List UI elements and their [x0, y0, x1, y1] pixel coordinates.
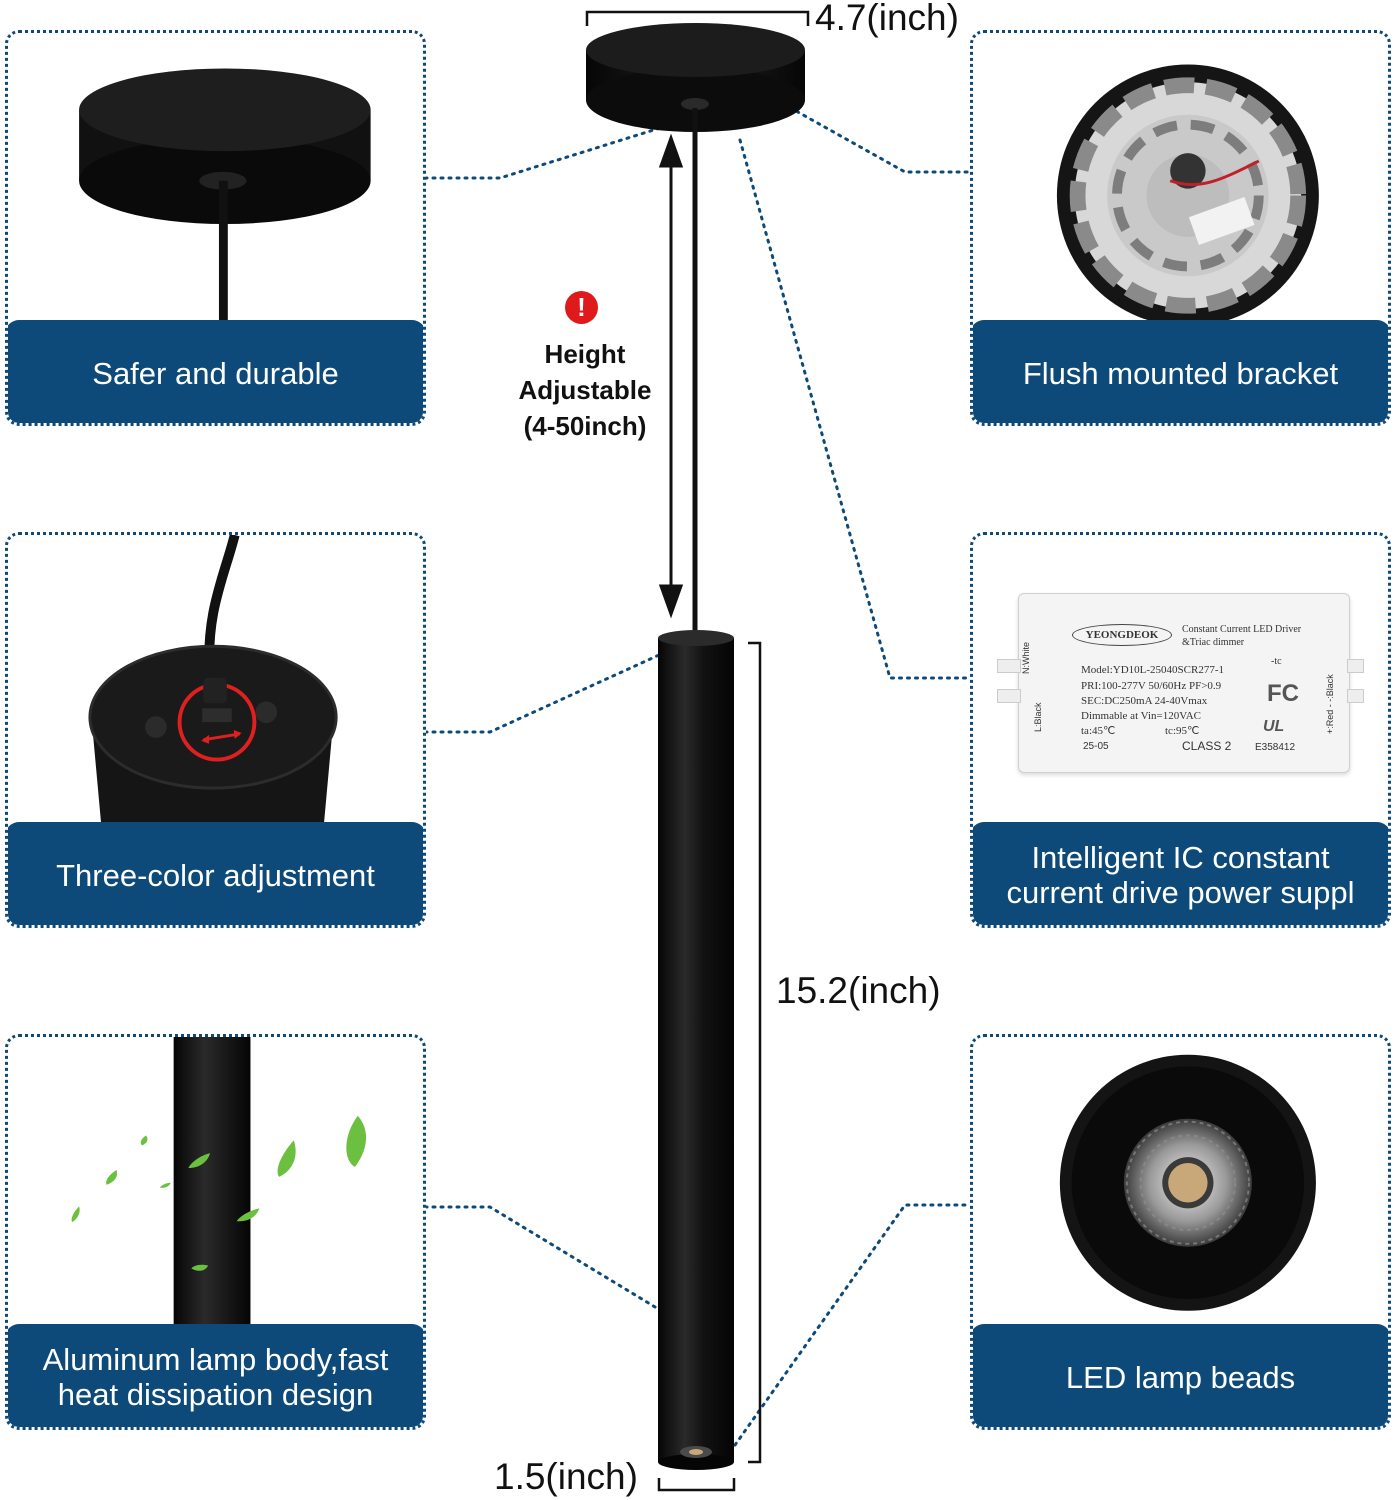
length-dimension-label: 15.2(inch) [776, 970, 941, 1011]
driver-class: CLASS 2 [1182, 739, 1232, 753]
length-dimension-line [748, 641, 762, 1464]
aluminum-label-line1: Aluminum lamp body,fast [42, 1342, 389, 1377]
height-adjustable-note: Height Adjustable (4-50inch) [490, 336, 680, 444]
panel-safer-durable: Safer and durable [5, 30, 426, 426]
height-note-line2: Adjustable [518, 375, 652, 405]
driver-pri: PRI:100-277V 50/60Hz PF>0.9 [1081, 680, 1222, 692]
driver-wire-left-bottom: L:Black [1033, 702, 1043, 732]
driver-tc-mark: -tc [1271, 656, 1282, 667]
driver-brand: YEONGDEOK [1072, 624, 1172, 646]
panel-three-color: Three-color adjustment [5, 532, 426, 928]
bracket-closeup-image [1056, 64, 1319, 327]
driver-date: 25-05 [1083, 741, 1109, 752]
driver-wire-right: +:Red - -:Black [1325, 674, 1335, 734]
width-dimension-label: 4.7(inch) [815, 0, 959, 38]
panel-three-color-label: Three-color adjustment [8, 822, 423, 925]
diameter-dimension-line [657, 1478, 736, 1492]
panel-safer-label: Safer and durable [8, 320, 423, 423]
canopy-closeup-image [79, 68, 371, 329]
led-closeup-image [1059, 1054, 1316, 1311]
lamp-tube [658, 630, 734, 1470]
tube-closeup-image [71, 1037, 367, 1333]
driver-file-no: E358412 [1255, 742, 1296, 753]
warning-icon: ! [565, 291, 598, 324]
switch-closeup-image [88, 535, 338, 831]
aluminum-label-line2: heat dissipation design [57, 1377, 374, 1412]
height-arrow [658, 133, 684, 619]
driver-tc: tc:95℃ [1165, 725, 1200, 737]
height-note-line1: Height [544, 339, 626, 369]
panel-driver: YEONGDEOK Constant Current LED Driver &T… [970, 532, 1391, 928]
panel-aluminum-body: Aluminum lamp body,fast heat dissipation… [5, 1034, 426, 1430]
panel-bracket-label: Flush mounted bracket [973, 320, 1388, 423]
driver-label-line2: current drive power suppl [1006, 875, 1355, 910]
driver-title-line1: Constant Current LED Driver [1182, 624, 1302, 635]
driver-module-image: YEONGDEOK Constant Current LED Driver &T… [997, 593, 1364, 773]
panel-led-label: LED lamp beads [973, 1324, 1388, 1427]
driver-dimmable: Dimmable at Vin=120VAC [1081, 710, 1202, 722]
driver-ul-logo: UL [1263, 718, 1285, 735]
driver-ta: ta:45℃ [1081, 725, 1116, 737]
driver-model: Model:YD10L-25040SCR277-1 [1081, 664, 1224, 676]
connector-lines [423, 86, 972, 1447]
driver-sec: SEC:DC250mA 24-40Vmax [1081, 695, 1208, 707]
driver-wire-left-top: N:White [1021, 641, 1031, 674]
panel-led-beads: LED lamp beads [970, 1034, 1391, 1430]
diameter-dimension-label: 1.5(inch) [494, 1456, 638, 1497]
ceiling-canopy [586, 23, 805, 132]
width-dimension-line [585, 10, 810, 26]
height-note-line3: (4-50inch) [523, 411, 647, 441]
driver-label-line1: Intelligent IC constant [1031, 840, 1330, 875]
panel-driver-label: Intelligent IC constant current drive po… [973, 822, 1388, 925]
panel-flush-bracket: Flush mounted bracket [970, 30, 1391, 426]
panel-aluminum-label: Aluminum lamp body,fast heat dissipation… [8, 1324, 423, 1427]
driver-title-line2: &Triac dimmer [1182, 637, 1245, 648]
driver-fc-logo: FC [1267, 680, 1299, 707]
